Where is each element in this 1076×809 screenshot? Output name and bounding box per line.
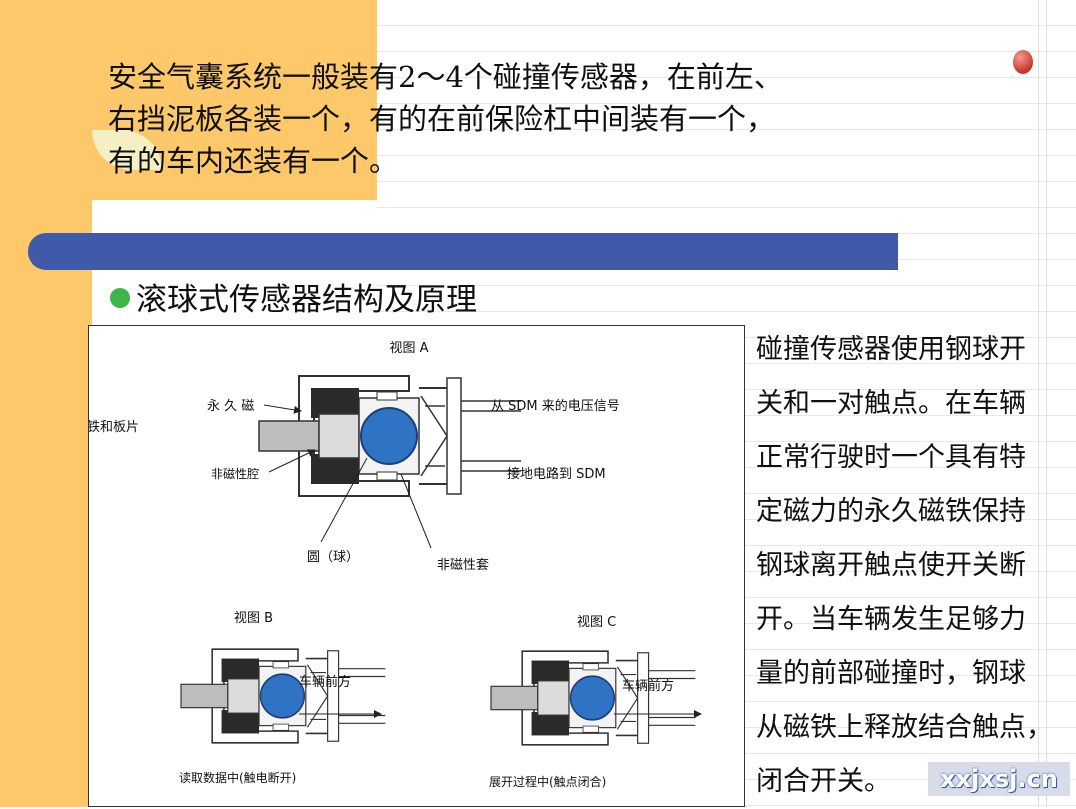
headline-line: 右挡泥板各装一个，有的在前保险杠中间装有一个， bbox=[108, 102, 776, 136]
non-magnetic-cavity-label: 非磁性腔 bbox=[211, 466, 259, 481]
view-b-label: 视图 B bbox=[234, 611, 273, 626]
explanation-line: 钢球离开触点使开关断 bbox=[756, 550, 1026, 581]
headline-line: 安全气囊系统一般装有2～4个碰撞传感器，在前左、 bbox=[108, 60, 783, 94]
sensor-view-b bbox=[180, 648, 387, 744]
explanation-line: 定磁力的永久磁铁保持 bbox=[756, 496, 1026, 527]
section-title: 滚球式传感器结构及原理 bbox=[110, 280, 477, 320]
explanation-line: 从磁铁上释放结合触点， bbox=[756, 712, 1053, 743]
vehicle-front-b-label: 车辆前方 bbox=[299, 674, 351, 690]
sensor-view-c bbox=[490, 650, 697, 746]
bullet-icon bbox=[110, 288, 130, 308]
ground-circuit-label: 接地电路到 SDM bbox=[507, 466, 606, 482]
margin-line bbox=[1046, 0, 1047, 807]
cut-off-label: 铁和板片 bbox=[89, 420, 139, 435]
sensor-view-a bbox=[258, 375, 522, 497]
caption-view-b: 读取数据中(触电断开) bbox=[179, 770, 296, 785]
explanation-line: 正常行驶时一个具有特 bbox=[756, 442, 1026, 473]
view-a-label: 视图 A bbox=[389, 341, 428, 356]
left-decor-band bbox=[0, 0, 92, 807]
pushpin-icon bbox=[1013, 50, 1033, 74]
headline-text: 安全气囊系统一般装有2～4个碰撞传感器，在前左、 右挡泥板各装一个，有的在前保险… bbox=[108, 56, 938, 182]
explanation-line: 开。当车辆发生足够力 bbox=[756, 604, 1026, 635]
explanation-line: 量的前部碰撞时，钢球 bbox=[756, 658, 1026, 689]
explanation-line: 关和一对触点。在车辆 bbox=[756, 388, 1026, 419]
voltage-signal-label: 从 SDM 来的电压信号 bbox=[491, 398, 620, 414]
caption-view-c: 展开过程中(触点闭合) bbox=[489, 774, 606, 789]
non-magnetic-sleeve-label: 非磁性套 bbox=[437, 557, 489, 573]
sensor-diagram: 视图 A 永 久 磁 铁和板片 从 SDM 来的电压信号 非磁性腔 接地电路到 … bbox=[88, 325, 745, 807]
margin-line bbox=[1038, 0, 1039, 807]
vehicle-front-c-label: 车辆前方 bbox=[622, 678, 674, 694]
explanation-line: 碰撞传感器使用钢球开 bbox=[756, 334, 1026, 365]
explanation-line: 闭合开关。 bbox=[756, 766, 891, 797]
ball-label: 圆（球） bbox=[307, 550, 359, 565]
permanent-magnet-label: 永 久 磁 bbox=[207, 399, 254, 414]
section-divider-bar bbox=[28, 233, 898, 270]
watermark: xxjxsj.cn bbox=[928, 762, 1070, 796]
view-c-label: 视图 C bbox=[577, 615, 616, 630]
section-title-text: 滚球式传感器结构及原理 bbox=[136, 282, 477, 318]
headline-line: 有的车内还装有一个。 bbox=[108, 144, 399, 178]
explanation-text: 碰撞传感器使用钢球开 关和一对触点。在车辆 正常行驶时一个具有特 定磁力的永久磁… bbox=[756, 323, 1062, 809]
sensor-diagram-svg: 视图 A 永 久 磁 铁和板片 从 SDM 来的电压信号 非磁性腔 接地电路到 … bbox=[89, 341, 702, 789]
